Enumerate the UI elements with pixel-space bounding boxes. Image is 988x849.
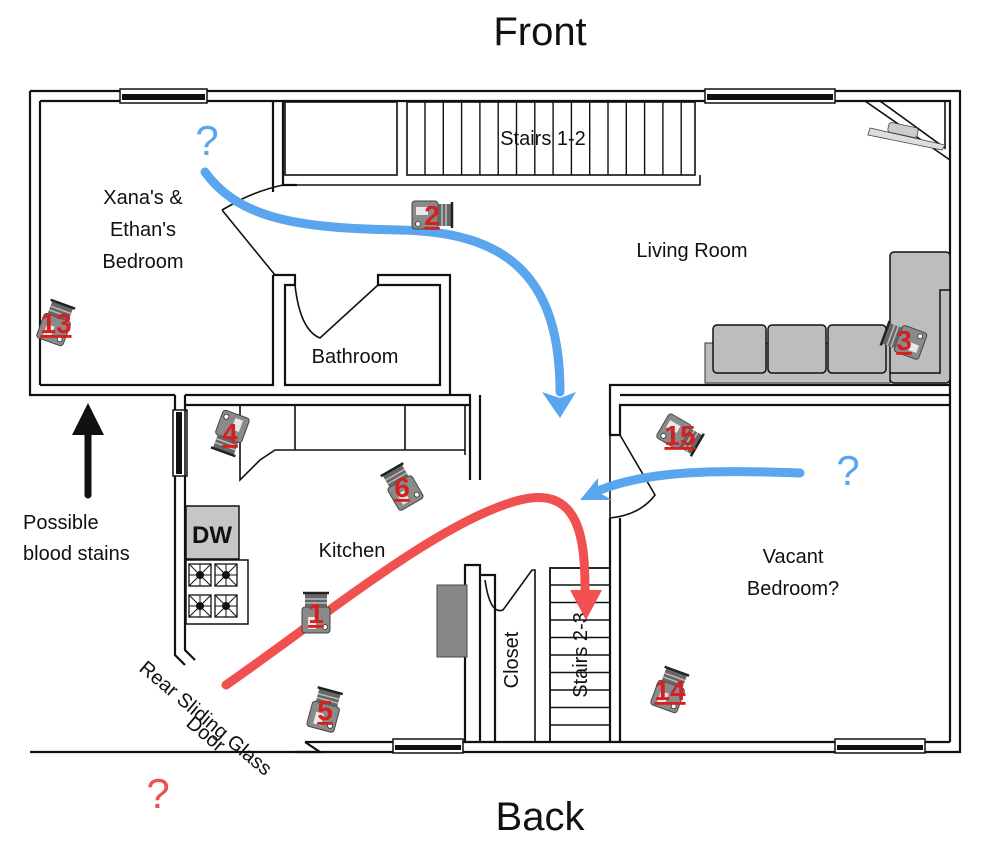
blue-path-right-arrowhead bbox=[580, 478, 612, 500]
burner-icon bbox=[214, 563, 238, 587]
burner-icon bbox=[214, 594, 238, 618]
svg-text:DW: DW bbox=[192, 522, 232, 549]
camera-icon: 14 bbox=[648, 665, 692, 715]
kitchen-label: Kitchen bbox=[319, 540, 386, 562]
closet-label: Closet bbox=[501, 631, 523, 688]
stove bbox=[185, 559, 249, 625]
closet-and-stairs-2-3 bbox=[436, 563, 611, 743]
red-path bbox=[221, 493, 590, 690]
room-labels: Xana's & Ethan's Bedroom Stairs 1-2 Livi… bbox=[102, 128, 839, 698]
burner-icon bbox=[188, 563, 212, 587]
front-label: Front bbox=[493, 10, 586, 54]
stairs-1-2-label: Stairs 1-2 bbox=[500, 128, 586, 150]
camera-icon: 4 bbox=[208, 408, 252, 458]
red-path-arrowhead bbox=[570, 590, 602, 620]
vacant-bedroom-label-1: Vacant bbox=[763, 546, 824, 568]
camera-number: 5 bbox=[317, 695, 333, 726]
camera-number: 3 bbox=[896, 325, 912, 356]
bathroom-label: Bathroom bbox=[312, 346, 399, 368]
camera-number: 13 bbox=[40, 308, 71, 339]
camera-number: 14 bbox=[654, 675, 686, 706]
rear-door-annotation: Rear Sliding Glass Door bbox=[135, 657, 276, 780]
cameras: 1 2 3 4 5 6 13 14 15 bbox=[34, 199, 929, 735]
living-room-label: Living Room bbox=[636, 240, 747, 262]
bedroom1-label-2: Ethan's bbox=[110, 219, 176, 241]
stairs-2-3-label: Stairs 2-3 bbox=[570, 612, 592, 698]
camera-icon: 1 bbox=[300, 591, 332, 635]
camera-number: 2 bbox=[424, 200, 440, 231]
dishwasher: DW bbox=[185, 505, 240, 560]
camera-number: 1 bbox=[308, 598, 324, 629]
question-mark-blue-1: ? bbox=[195, 117, 218, 164]
question-mark-red: ? bbox=[146, 770, 169, 817]
camera-number: 4 bbox=[222, 418, 238, 449]
back-label: Back bbox=[496, 795, 586, 839]
windows bbox=[119, 88, 926, 754]
camera-icon: 15 bbox=[654, 411, 706, 459]
camera-icon: 2 bbox=[410, 199, 454, 231]
bathroom-walls bbox=[273, 273, 452, 395]
vacant-bedroom-label-2: Bedroom? bbox=[747, 578, 839, 600]
blue-path-top-arrowhead bbox=[542, 392, 576, 418]
blood-label-1: Possible bbox=[23, 512, 99, 534]
stairs-1-2 bbox=[284, 101, 701, 186]
kitchen-walls bbox=[184, 393, 482, 560]
camera-number: 15 bbox=[664, 420, 695, 451]
camera-icon: 6 bbox=[378, 461, 426, 513]
blood-label-2: blood stains bbox=[23, 543, 130, 565]
blood-stain-annotation: Possible blood stains bbox=[23, 403, 130, 565]
burner-icon bbox=[188, 594, 212, 618]
question-mark-blue-2: ? bbox=[836, 447, 859, 494]
camera-number: 6 bbox=[394, 472, 410, 503]
bedroom1-label-1: Xana's & bbox=[103, 187, 183, 209]
bedroom1-label-3: Bedroom bbox=[102, 251, 183, 273]
tv-icon bbox=[867, 122, 946, 151]
vacant-bedroom-walls bbox=[608, 395, 950, 742]
camera-icon: 5 bbox=[305, 685, 345, 735]
blue-path-top bbox=[200, 167, 565, 397]
camera-icon: 3 bbox=[879, 318, 929, 362]
blue-path-right bbox=[595, 467, 805, 495]
bedroom1-walls bbox=[40, 101, 297, 387]
camera-icon: 13 bbox=[34, 298, 78, 348]
sofa-icon bbox=[704, 251, 951, 384]
